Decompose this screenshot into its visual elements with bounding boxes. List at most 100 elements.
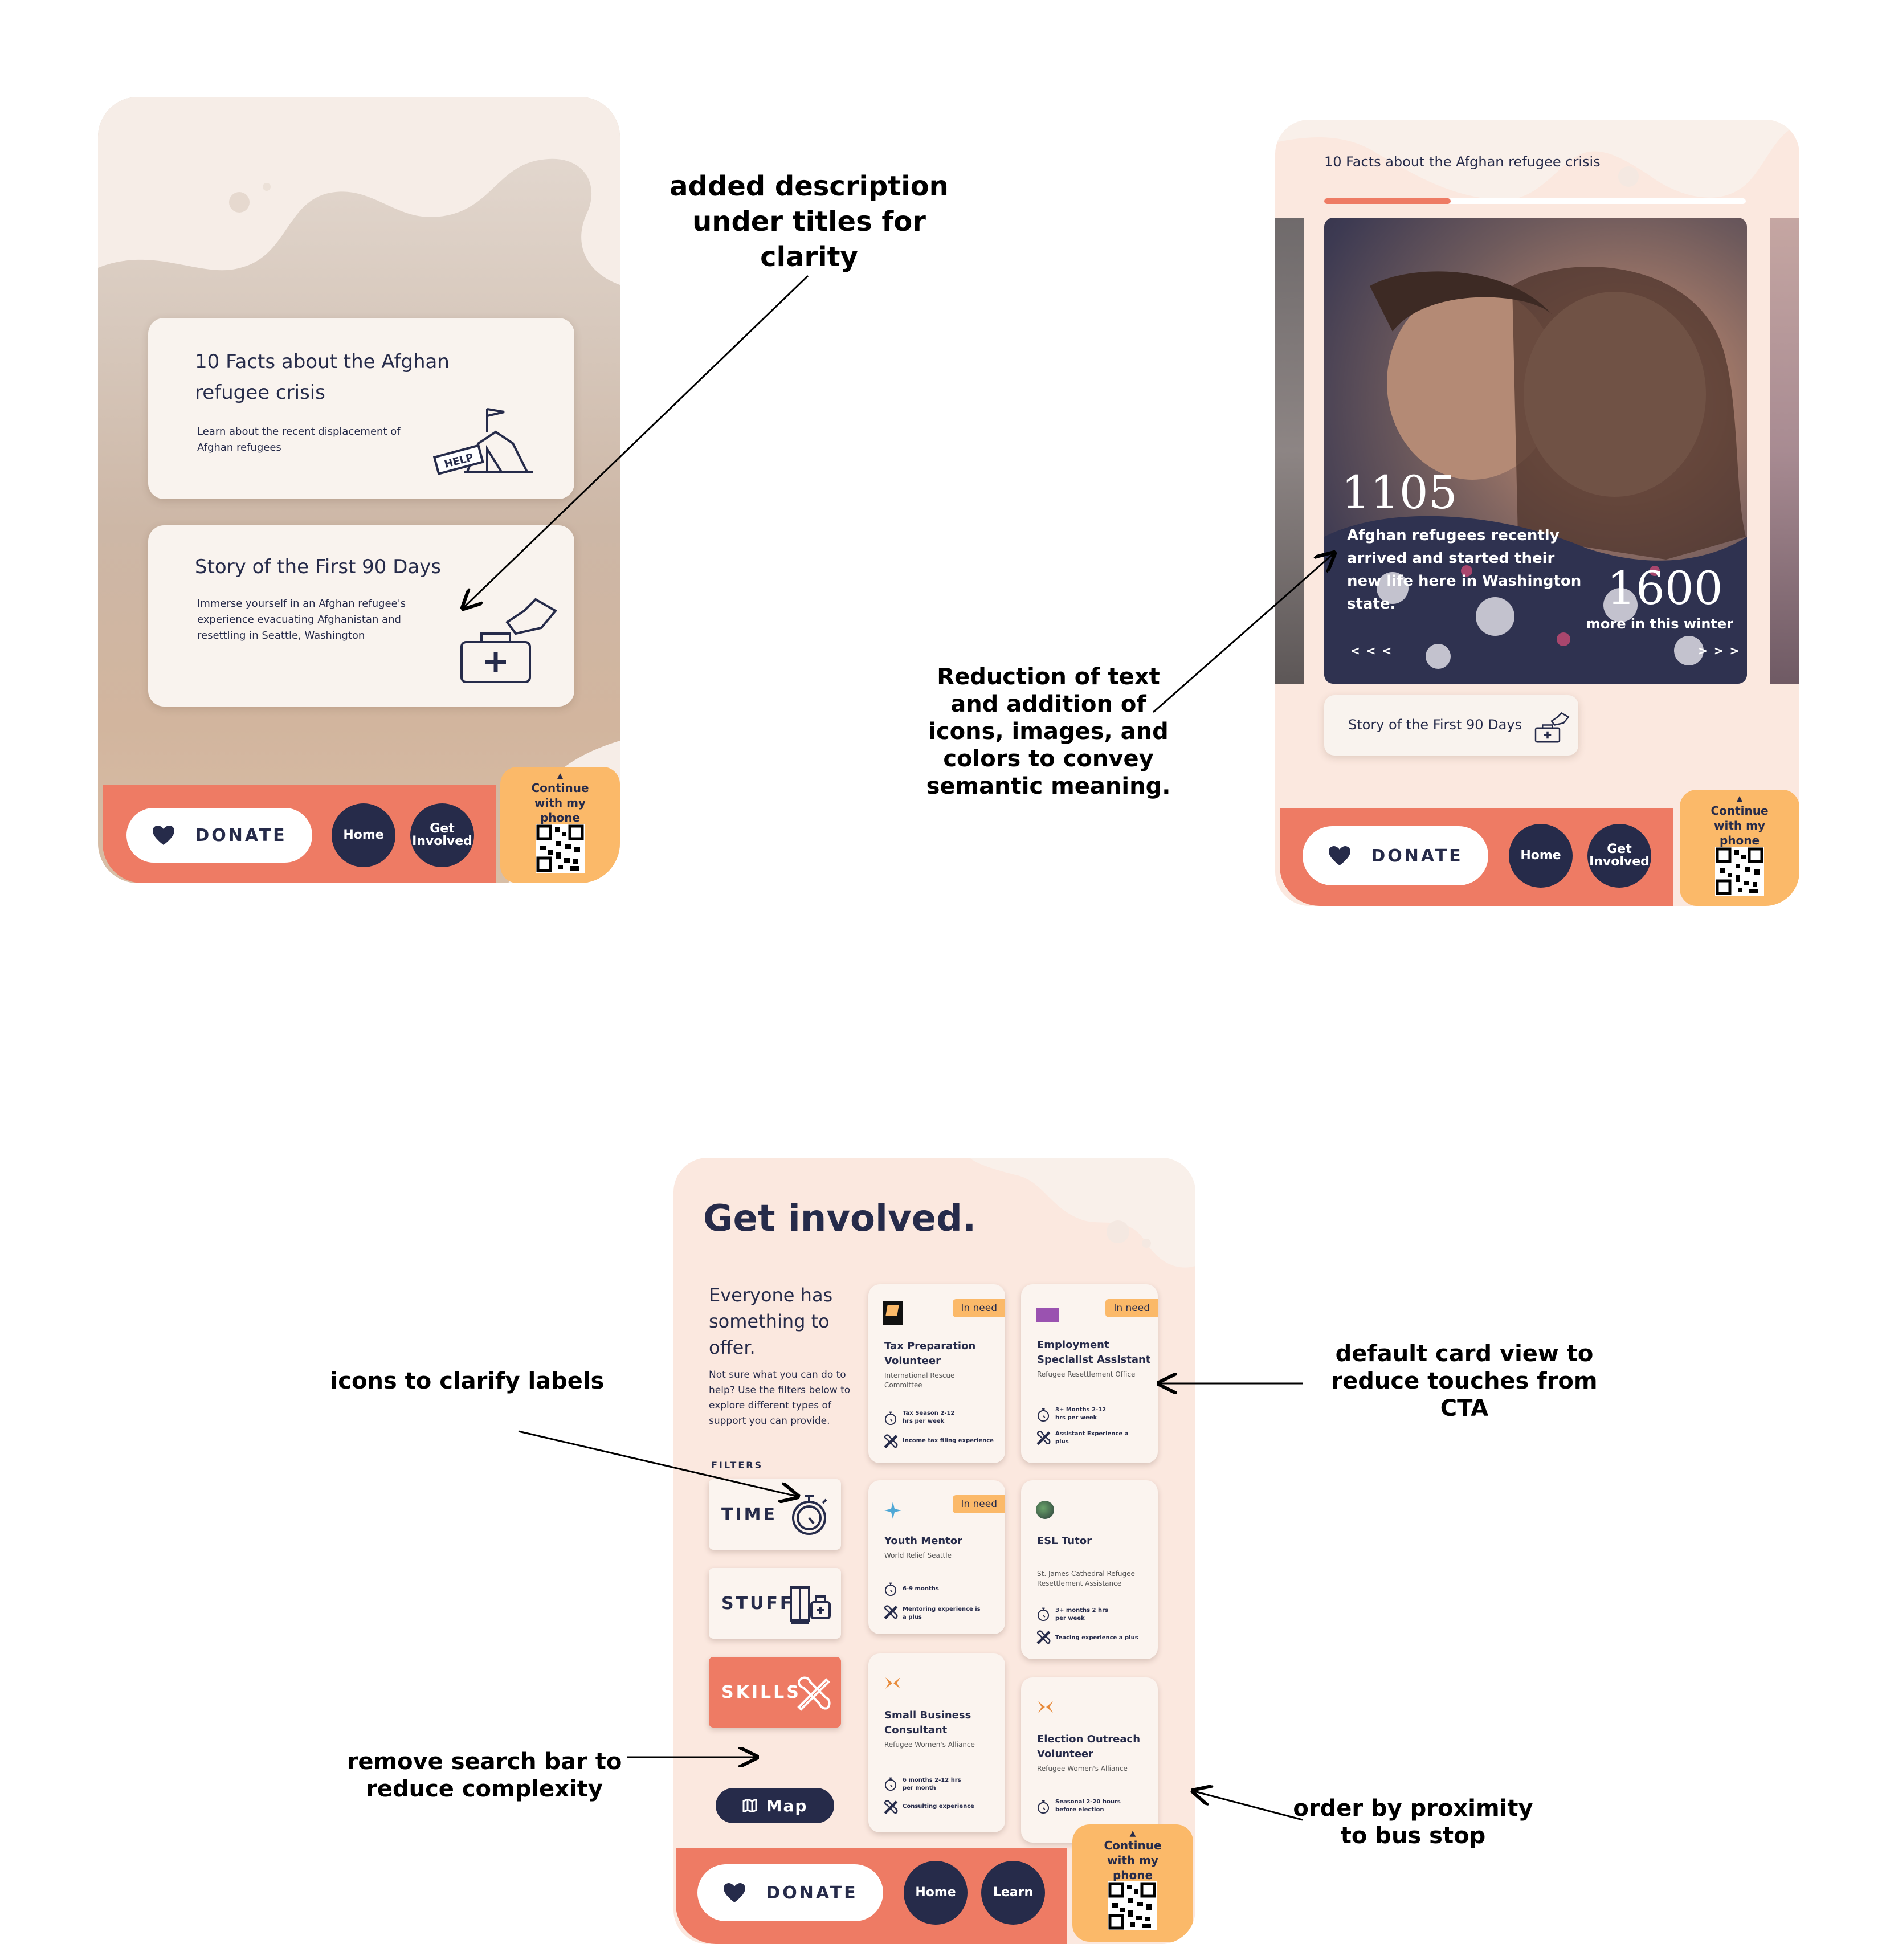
annotation-search-bar: remove search bar to reduce complexity [346,1749,622,1802]
donate-button[interactable]: DONATE [1303,826,1488,885]
screen-learn: 10 Facts about the Afghan refugee crisis… [98,97,620,883]
annotation-descriptions: added description under titles for clari… [670,170,949,273]
continue-phone-panel[interactable]: ▲ Continue with my phone [500,767,620,883]
job-card-employment[interactable]: In need Employment Specialist Assistant … [1021,1284,1158,1463]
first-aid-kit-icon [460,598,558,683]
job-org: Refugee Resettlement Office [1037,1370,1136,1378]
stopwatch-icon [884,1777,897,1791]
job-org: Refugee Women's Alliance [1037,1765,1128,1773]
donate-label: DONATE [195,825,287,846]
job-skill: Mentoring experience is a plus [903,1606,981,1620]
learn-button[interactable]: Learn [981,1861,1045,1925]
home-button[interactable]: Home [1509,824,1573,888]
fact-photo-card[interactable]: 1105 Afghan refugees recently arrived an… [1324,218,1747,684]
facts-card[interactable]: 10 Facts about the Afghan refugee crisis… [148,318,574,499]
stopwatch-icon [884,1582,897,1596]
tagline: Everyone has something to offer. [709,1284,833,1358]
side-photo-right [1770,218,1799,684]
up-arrow-icon: ▲ [1736,794,1743,803]
job-title: Small Business Consultant [884,1709,971,1736]
filter-stuff-label: STUFF [721,1593,794,1614]
decorative-blob [970,1158,1195,1268]
in-need-badge: In need [953,1495,1005,1513]
continue-phone-panel[interactable]: ▲ Continue with my phone [1072,1824,1193,1942]
up-arrow-icon: ▲ [557,771,564,781]
story-button[interactable]: Story of the First 90 Days [1324,695,1578,756]
heart-icon [153,826,175,845]
continue-phone-label: Continue with my phone [1711,804,1769,847]
refugee-tent-icon: HELP [433,408,533,475]
job-title: Tax Preparation Volunteer [884,1340,976,1367]
prev-arrows-button[interactable]: < < < [1350,644,1393,658]
donate-label: DONATE [766,1883,858,1903]
job-skill: Consulting experience [903,1803,974,1810]
job-skill: Teacing experience a plus [1055,1635,1138,1641]
donate-button[interactable]: DONATE [126,808,312,863]
job-card-election-outreach[interactable]: Election Outreach Volunteer Refugee Wome… [1021,1677,1158,1843]
stat-text-1105: Afghan refugees recently arrived and sta… [1347,527,1582,612]
job-card-youth-mentor[interactable]: In need Youth Mentor World Relief Seattl… [868,1480,1005,1634]
tools-icon [884,1605,898,1619]
qr-code-icon [1715,847,1764,896]
story-card[interactable]: Story of the First 90 Days Immerse yours… [148,525,574,707]
tools-icon [1036,1431,1051,1445]
in-need-badge: In need [953,1299,1005,1317]
continue-phone-label: Continue with my phone [1104,1839,1162,1882]
qr-code-icon [536,824,585,873]
get-involved-button[interactable]: Get Involved [1587,824,1651,888]
annotation-icons: icons to clarify labels [330,1368,605,1394]
stopwatch-icon [1037,1408,1050,1422]
map-label: Map [766,1796,808,1815]
first-aid-kit-icon [1534,712,1570,743]
intro-text: Not sure what you can do to help? Use th… [709,1369,851,1427]
job-org: St. James Cathedral Refugee Resettlement… [1037,1570,1135,1587]
filters-label: FILTERS [711,1460,764,1471]
filter-skills[interactable]: SKILLS [709,1657,841,1728]
facts-card-desc: Learn about the recent displacement of A… [197,426,401,454]
get-involved-button[interactable]: Get Involved [410,803,474,867]
tools-icon [884,1434,898,1448]
filter-time-label: TIME [721,1504,777,1525]
irc-logo-icon [883,1301,903,1325]
job-skill: Income tax filing experience [903,1438,994,1444]
furniture-icon [790,1586,831,1624]
home-button[interactable]: Home [332,803,395,867]
job-card-esl-tutor[interactable]: ESL Tutor St. James Cathedral Refugee Re… [1021,1480,1158,1659]
side-photo-left [1275,218,1304,684]
next-arrows-button[interactable]: > > > [1698,644,1741,658]
continue-phone-label: Continue with my phone [531,781,589,824]
arrow-reduction [1153,554,1333,713]
facts-header: 10 Facts about the Afghan refugee crisis [1324,154,1601,170]
story-button-label: Story of the First 90 Days [1348,717,1522,733]
in-need-badge: In need [1105,1299,1158,1317]
job-card-small-business[interactable]: Small Business Consultant Refugee Women'… [868,1653,1005,1832]
map-button[interactable]: Map [716,1788,834,1823]
job-title: Youth Mentor [884,1535,963,1547]
refugee-photo [1324,267,1747,684]
filter-stuff[interactable]: STUFF [709,1568,841,1639]
st-james-logo-icon [1036,1501,1054,1519]
tools-icon [797,1676,831,1711]
stopwatch-icon [1037,1607,1050,1622]
facts-card-title: 10 Facts about the Afghan refugee crisis [195,350,450,404]
home-button[interactable]: Home [904,1861,968,1925]
job-org: World Relief Seattle [884,1551,952,1559]
progress-track [1324,198,1746,204]
job-time: 6-9 months [903,1586,939,1592]
job-title: Employment Specialist Assistant [1037,1339,1151,1366]
arrow-icons [518,1430,797,1496]
world-relief-logo-icon [884,1502,901,1519]
job-org: International Rescue Committee [884,1371,955,1389]
annotation-card-view: default card view to reduce touches from… [1331,1341,1598,1422]
job-skill: Assistant Experience a plus [1055,1431,1129,1445]
up-arrow-icon: ▲ [1129,1829,1136,1838]
progress-fill [1324,198,1451,204]
stat-number-1105: 1105 [1341,466,1458,519]
annotation-reduction: Reduction of text and addition of icons,… [926,664,1171,799]
donate-label: DONATE [1371,846,1463,866]
filter-skills-label: SKILLS [721,1682,801,1702]
donate-button[interactable]: DONATE [697,1864,883,1921]
job-time: 6 months 2-12 hrs per month [903,1777,961,1791]
continue-phone-panel[interactable]: ▲ Continue with my phone [1680,790,1799,906]
job-card-tax[interactable]: In need Tax Preparation Volunteer Intern… [868,1284,1005,1463]
